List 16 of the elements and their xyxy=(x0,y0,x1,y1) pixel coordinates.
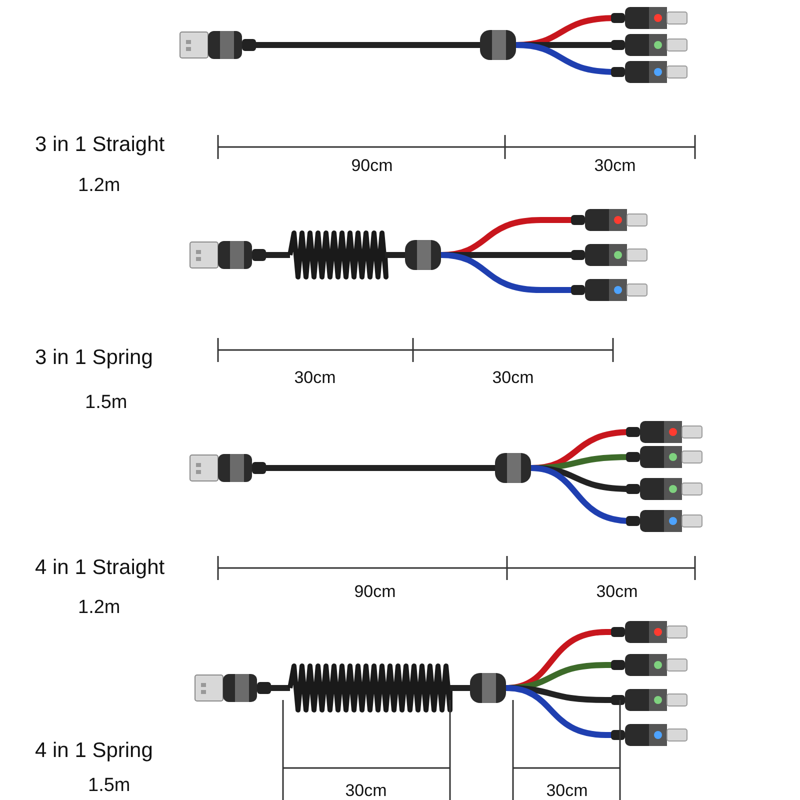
cable-type-label: 4 in 1 Straight xyxy=(35,557,165,578)
dimension-label: 30cm xyxy=(596,583,638,600)
dimension-label: 90cm xyxy=(354,583,396,600)
cable-type-label: 3 in 1 Spring xyxy=(35,347,153,368)
dimension-label: 30cm xyxy=(345,782,387,799)
cable-type-label: 4 in 1 Spring xyxy=(35,740,153,761)
dimension-label: 30cm xyxy=(294,369,336,386)
length-label: 1.5m xyxy=(88,776,130,795)
dimension-label: 90cm xyxy=(351,157,393,174)
length-label: 1.2m xyxy=(78,176,120,195)
dimension-label: 30cm xyxy=(594,157,636,174)
dimension-label: 30cm xyxy=(546,782,588,799)
dimension-label: 30cm xyxy=(492,369,534,386)
length-label: 1.5m xyxy=(85,393,128,412)
length-label: 1.2m xyxy=(78,598,120,617)
cable-type-label: 3 in 1 Straight xyxy=(35,134,165,155)
